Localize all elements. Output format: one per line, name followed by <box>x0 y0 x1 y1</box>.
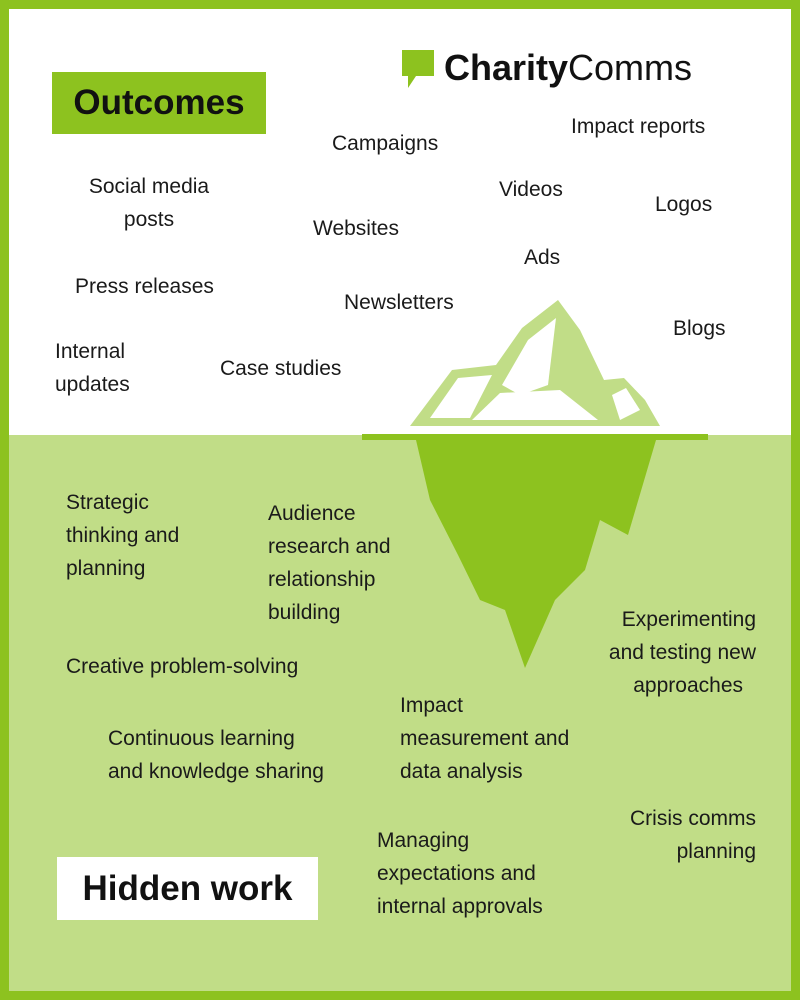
outcomes-heading: Outcomes <box>73 83 245 122</box>
outcome-social-media-line2: posts <box>123 208 175 231</box>
hidden-experimenting-line3: approaches <box>633 674 743 697</box>
hidden-audience-line2: research and <box>268 535 391 558</box>
outcome-videos: Videos <box>499 178 563 201</box>
hidden-expectations-line1: Managing <box>377 829 470 852</box>
hidden-audience-line1: Audience <box>268 502 356 525</box>
hidden-strategic-line2: thinking and <box>66 524 180 547</box>
hidden-experimenting-line2: and testing new <box>608 641 756 664</box>
outcome-newsletters: Newsletters <box>344 291 454 314</box>
speech-bubble-icon <box>402 50 434 88</box>
waterline <box>362 434 708 440</box>
outcome-internal-line1: Internal <box>55 340 126 363</box>
hidden-expectations-line2: expectations and <box>377 862 536 885</box>
hidden-strategic-line3: planning <box>66 557 146 580</box>
iceberg-underwater <box>416 440 656 668</box>
outcome-impact-reports: Impact reports <box>571 115 706 138</box>
hidden-creative: Creative problem-solving <box>66 655 299 678</box>
hidden-expectations-line3: internal approvals <box>377 895 543 918</box>
logo-wordmark: CharityComms <box>444 46 692 90</box>
iceberg-tip-face <box>430 375 492 418</box>
outcome-blogs: Blogs <box>673 317 726 340</box>
hidden-learning-line1: Continuous learning <box>108 727 295 750</box>
outcome-campaigns: Campaigns <box>332 132 439 155</box>
logo-part-charity: Charity <box>444 47 569 88</box>
hidden-learning-line2: and knowledge sharing <box>108 760 324 783</box>
iceberg-tip-face <box>472 390 598 420</box>
outcome-websites: Websites <box>313 217 399 240</box>
iceberg-tip-face <box>612 388 640 420</box>
hidden-strategic-line1: Strategic <box>66 491 149 514</box>
logo-part-comms: Comms <box>568 47 693 88</box>
charitycomms-logo: CharityComms <box>402 47 732 94</box>
hidden-work-heading-box: Hidden work <box>57 857 318 920</box>
outcome-press-releases: Press releases <box>75 275 214 298</box>
outcome-ads: Ads <box>524 246 561 269</box>
outcome-case-studies: Case studies <box>220 357 342 380</box>
hidden-audience-line3: relationship <box>268 568 376 591</box>
hidden-experimenting-line1: Experimenting <box>621 608 756 631</box>
outcome-logos: Logos <box>655 193 713 216</box>
iceberg-tip-face <box>502 318 556 395</box>
hidden-impact-line3: data analysis <box>400 760 523 783</box>
hidden-audience-line4: building <box>268 601 341 624</box>
hidden-crisis-line1: Crisis comms <box>630 807 756 830</box>
hidden-work-heading: Hidden work <box>82 869 293 908</box>
outcomes-heading-box: Outcomes <box>52 72 266 134</box>
hidden-impact-line2: measurement and <box>400 727 570 750</box>
outcome-internal-line2: updates <box>55 373 130 396</box>
outcome-social-media-line1: Social media <box>88 175 210 198</box>
hidden-impact-line1: Impact <box>400 694 464 717</box>
hidden-crisis-line2: planning <box>676 840 756 863</box>
